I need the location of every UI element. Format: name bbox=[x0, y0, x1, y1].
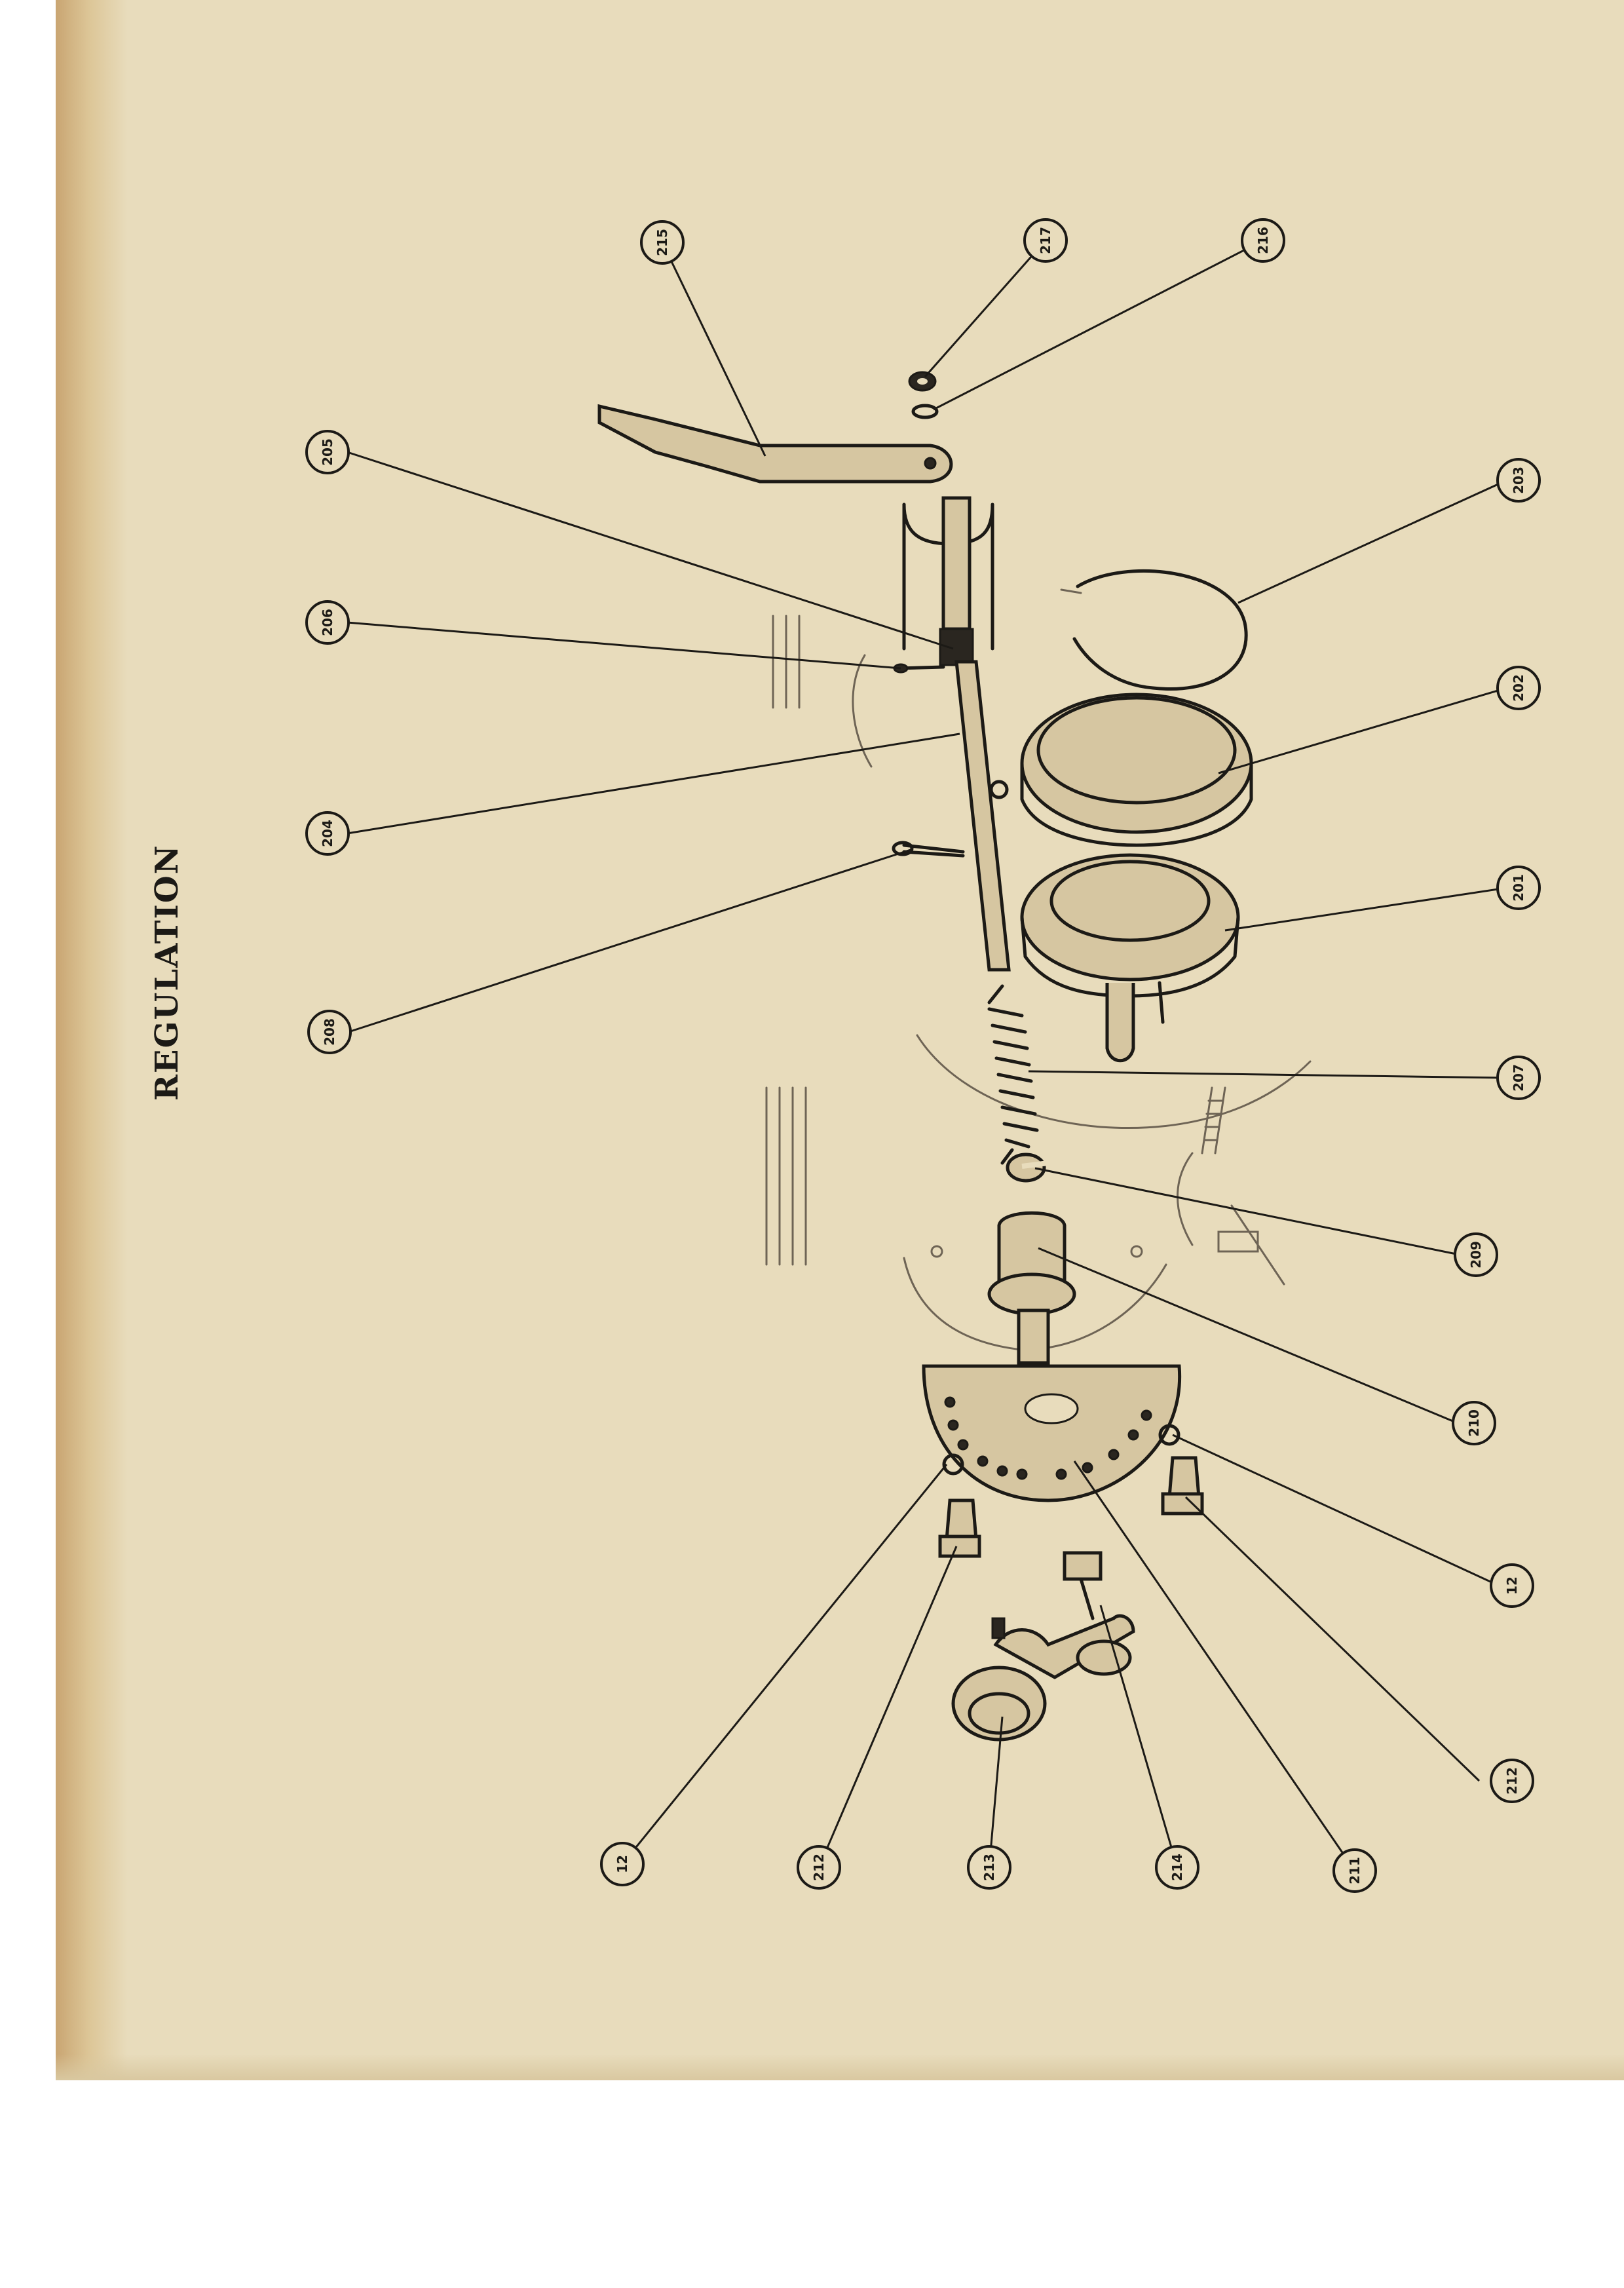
part-213-knob bbox=[951, 1614, 1135, 1742]
svg-text:211: 211 bbox=[1347, 1857, 1363, 1884]
callout-211: 211 bbox=[1332, 1848, 1377, 1893]
part-207-spring bbox=[987, 984, 1039, 1165]
svg-text:204: 204 bbox=[320, 820, 335, 847]
callout-212-right: 212 bbox=[1490, 1759, 1534, 1803]
svg-text:203: 203 bbox=[1511, 467, 1526, 494]
svg-text:12: 12 bbox=[614, 1855, 630, 1873]
callout-208: 208 bbox=[307, 1010, 352, 1054]
part-209-clip bbox=[1006, 1153, 1049, 1183]
svg-text:212: 212 bbox=[1504, 1767, 1520, 1795]
part-212-screw-right bbox=[1161, 1456, 1204, 1516]
callout-212-bottom: 212 bbox=[797, 1845, 841, 1890]
part-205-hub bbox=[902, 496, 994, 666]
callout-203: 203 bbox=[1496, 458, 1541, 503]
svg-text:210: 210 bbox=[1466, 1409, 1482, 1437]
part-214-screw bbox=[1063, 1551, 1103, 1620]
svg-text:207: 207 bbox=[1511, 1064, 1526, 1092]
callout-202: 202 bbox=[1496, 666, 1541, 710]
callout-12-right: 12 bbox=[1490, 1563, 1534, 1608]
callout-204: 204 bbox=[305, 811, 350, 856]
part-202-cylinder-ring bbox=[1020, 693, 1253, 847]
svg-text:12: 12 bbox=[1504, 1576, 1520, 1595]
part-215-lever bbox=[597, 404, 953, 484]
svg-text:208: 208 bbox=[322, 1018, 337, 1046]
callout-213: 213 bbox=[967, 1845, 1011, 1890]
callout-12-bottom: 12 bbox=[600, 1842, 645, 1886]
callout-214: 214 bbox=[1155, 1845, 1199, 1890]
svg-text:213: 213 bbox=[981, 1854, 997, 1881]
svg-text:214: 214 bbox=[1169, 1854, 1185, 1881]
svg-text:209: 209 bbox=[1468, 1241, 1484, 1268]
part-201-base-ring bbox=[1020, 853, 1240, 1063]
svg-text:215: 215 bbox=[654, 229, 670, 256]
part-216-washer bbox=[911, 404, 939, 419]
callout-217: 217 bbox=[1023, 218, 1068, 263]
callout-205: 205 bbox=[305, 430, 350, 474]
svg-text:201: 201 bbox=[1511, 874, 1526, 902]
svg-text:202: 202 bbox=[1511, 674, 1526, 702]
callout-207: 207 bbox=[1496, 1056, 1541, 1100]
part-208-split-pin bbox=[892, 841, 965, 858]
part-212-screw-left bbox=[938, 1498, 981, 1558]
callout-206: 206 bbox=[305, 600, 350, 645]
svg-text:217: 217 bbox=[1038, 227, 1053, 254]
part-217-nut bbox=[908, 371, 937, 392]
svg-text:216: 216 bbox=[1255, 227, 1271, 254]
svg-text:212: 212 bbox=[811, 1854, 827, 1881]
part-210-cam bbox=[987, 1211, 1076, 1365]
part-206-pin bbox=[893, 663, 945, 674]
callout-210: 210 bbox=[1452, 1401, 1496, 1445]
part-204-shaft bbox=[954, 660, 1011, 972]
page-title: REGULATION bbox=[149, 844, 185, 1101]
callout-209: 209 bbox=[1454, 1232, 1498, 1277]
part-203-split-ring bbox=[1060, 569, 1248, 691]
callout-215: 215 bbox=[640, 220, 685, 265]
page-edge-shadow bbox=[56, 0, 128, 2080]
part-211-plate bbox=[922, 1364, 1182, 1502]
callout-216: 216 bbox=[1241, 218, 1285, 263]
svg-text:206: 206 bbox=[320, 609, 335, 636]
leader-lines bbox=[347, 239, 1507, 1871]
page-bottom-edge bbox=[56, 2054, 1624, 2080]
callout-201: 201 bbox=[1496, 866, 1541, 910]
svg-text:205: 205 bbox=[320, 438, 335, 466]
